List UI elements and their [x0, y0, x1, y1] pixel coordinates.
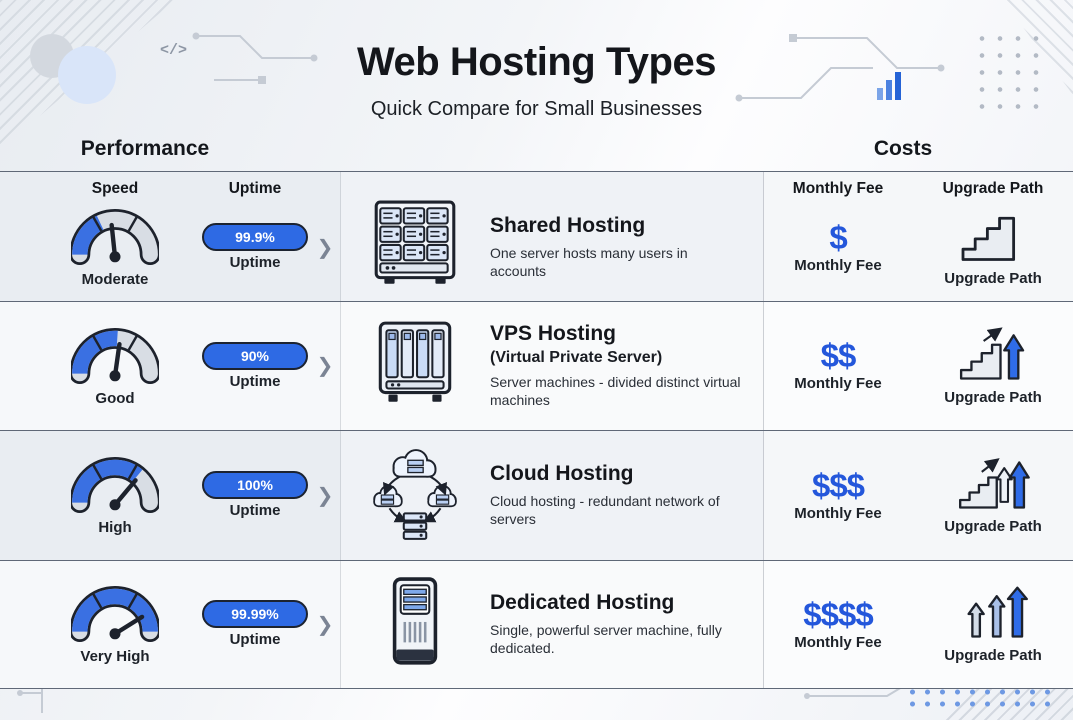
hosting-title: VPS Hosting	[490, 321, 617, 345]
speed-label: High	[98, 519, 132, 537]
growth-arrows-icon	[967, 586, 1028, 638]
dedicated-tower-server-icon	[392, 577, 438, 665]
column-subheaders: Speed Uptime Monthly Fee Upgrade Path	[0, 180, 1073, 200]
hosting-title: Cloud Hosting	[490, 461, 634, 485]
uptime-label: Uptime	[229, 372, 281, 390]
upgrade-path-column-header: Upgrade Path	[942, 180, 1044, 197]
uptime-badge: 99.9%	[202, 223, 308, 252]
page-subtitle: Quick Compare for Small Businesses	[370, 98, 703, 120]
chevron-right-icon: ❯	[316, 613, 334, 636]
costs-section-header: Costs	[873, 137, 933, 160]
monthly-fee-cell: $$ Monthly Fee	[763, 302, 913, 431]
cloud-hosting-network-icon	[373, 449, 457, 541]
hosting-title: Shared Hosting	[490, 213, 646, 237]
uptime-cell: 99.9% Uptime	[200, 194, 310, 301]
price-indicator: $$	[820, 337, 857, 375]
uptime-column-header: Uptime	[228, 180, 282, 197]
hosting-row-cloud: High 100% Uptime ❯	[0, 430, 1073, 560]
upgrade-path-label: Upgrade Path	[944, 647, 1042, 665]
hosting-row-shared: Speed Uptime Monthly Fee Upgrade Path	[0, 171, 1073, 301]
monthly-fee-column-header: Monthly Fee	[792, 180, 884, 197]
uptime-cell: 90% Uptime	[200, 302, 310, 431]
speed-column-header: Speed	[91, 180, 139, 197]
uptime-label: Uptime	[229, 631, 281, 649]
speed-cell: Moderate	[30, 194, 200, 301]
hosting-icon-cell	[340, 194, 490, 301]
upgrade-path-label: Upgrade Path	[944, 518, 1042, 536]
uptime-cell: 99.99% Uptime	[200, 561, 310, 689]
page-title: Web Hosting Types	[357, 40, 716, 84]
upgrade-path-cell: Upgrade Path	[913, 302, 1073, 431]
speed-label: Very High	[80, 648, 150, 666]
vps-server-blades-icon	[378, 321, 452, 402]
hosting-description: Server machines - divided distinct virtu…	[490, 373, 741, 408]
monthly-fee-label: Monthly Fee	[794, 256, 882, 274]
performance-section-header: Performance	[80, 137, 210, 160]
uptime-badge: 100%	[202, 471, 308, 500]
price-indicator: $	[829, 218, 847, 256]
uptime-badge: 99.99%	[202, 600, 308, 629]
stairs-growth-arrows-icon	[959, 458, 1030, 509]
speed-gauge-icon	[71, 457, 159, 514]
stairs-arrow-up-icon	[959, 327, 1025, 380]
uptime-cell: 100% Uptime	[200, 431, 310, 560]
hosting-description: One server hosts many users in accounts	[490, 244, 688, 279]
upgrade-path-label: Upgrade Path	[944, 270, 1042, 288]
hosting-subtitle: (Virtual Private Server)	[490, 348, 663, 366]
monthly-fee-label: Monthly Fee	[794, 504, 882, 522]
speed-cell: Very High	[30, 561, 200, 689]
uptime-label: Uptime	[229, 254, 281, 272]
speed-label: Good	[95, 389, 135, 407]
hosting-description: Cloud hosting - redundant network of ser…	[490, 492, 720, 527]
hosting-row-vps: Good 90% Uptime ❯	[0, 300, 1073, 431]
monthly-fee-label: Monthly Fee	[794, 375, 882, 393]
speed-gauge-icon	[71, 586, 159, 643]
upgrade-path-cell: Upgrade Path	[913, 431, 1073, 560]
hosting-icon-cell	[340, 431, 490, 560]
upgrade-path-cell: Upgrade Path	[913, 194, 1073, 301]
speed-cell: High	[30, 431, 200, 560]
monthly-fee-cell: $$$$ Monthly Fee	[763, 561, 913, 689]
chevron-right-icon: ❯	[316, 484, 334, 507]
uptime-badge: 90%	[202, 341, 308, 370]
upgrade-path-cell: Upgrade Path	[913, 561, 1073, 689]
hosting-comparison-table: Speed Uptime Monthly Fee Upgrade Path	[0, 171, 1073, 689]
speed-gauge-icon	[71, 327, 159, 384]
dots-grid-bottom-right	[905, 686, 1057, 710]
speed-gauge-icon	[71, 209, 159, 266]
shared-hosting-server-rack-icon	[374, 200, 456, 284]
price-indicator: $$$$	[803, 595, 873, 633]
monthly-fee-cell: $$$ Monthly Fee	[763, 431, 913, 560]
costs-band	[763, 172, 1073, 301]
hosting-icon-cell	[340, 561, 490, 689]
costs-band	[763, 301, 1073, 430]
upgrade-path-label: Upgrade Path	[944, 388, 1042, 406]
hosting-text-cell: Shared Hosting One server hosts many use…	[490, 194, 763, 301]
price-indicator: $$$	[811, 466, 865, 504]
hosting-row-dedicated: Very High 99.99% Uptime ❯	[0, 559, 1073, 689]
stairs-icon	[961, 217, 1016, 262]
hosting-text-cell: Dedicated Hosting Single, powerful serve…	[490, 561, 763, 689]
monthly-fee-cell: $ Monthly Fee	[763, 194, 913, 301]
uptime-label: Uptime	[229, 502, 281, 520]
speed-label: Moderate	[81, 271, 149, 289]
hosting-icon-cell	[340, 302, 490, 431]
hosting-text-cell: VPS Hosting (Virtual Private Server) Ser…	[490, 302, 763, 431]
chevron-right-icon: ❯	[316, 355, 334, 378]
hosting-title: Dedicated Hosting	[490, 590, 675, 614]
speed-cell: Good	[30, 302, 200, 431]
chevron-right-icon: ❯	[316, 236, 334, 259]
hosting-text-cell: Cloud Hosting Cloud hosting - redundant …	[490, 431, 763, 560]
monthly-fee-label: Monthly Fee	[794, 633, 882, 651]
hosting-description: Single, powerful server machine, fully d…	[490, 621, 722, 656]
